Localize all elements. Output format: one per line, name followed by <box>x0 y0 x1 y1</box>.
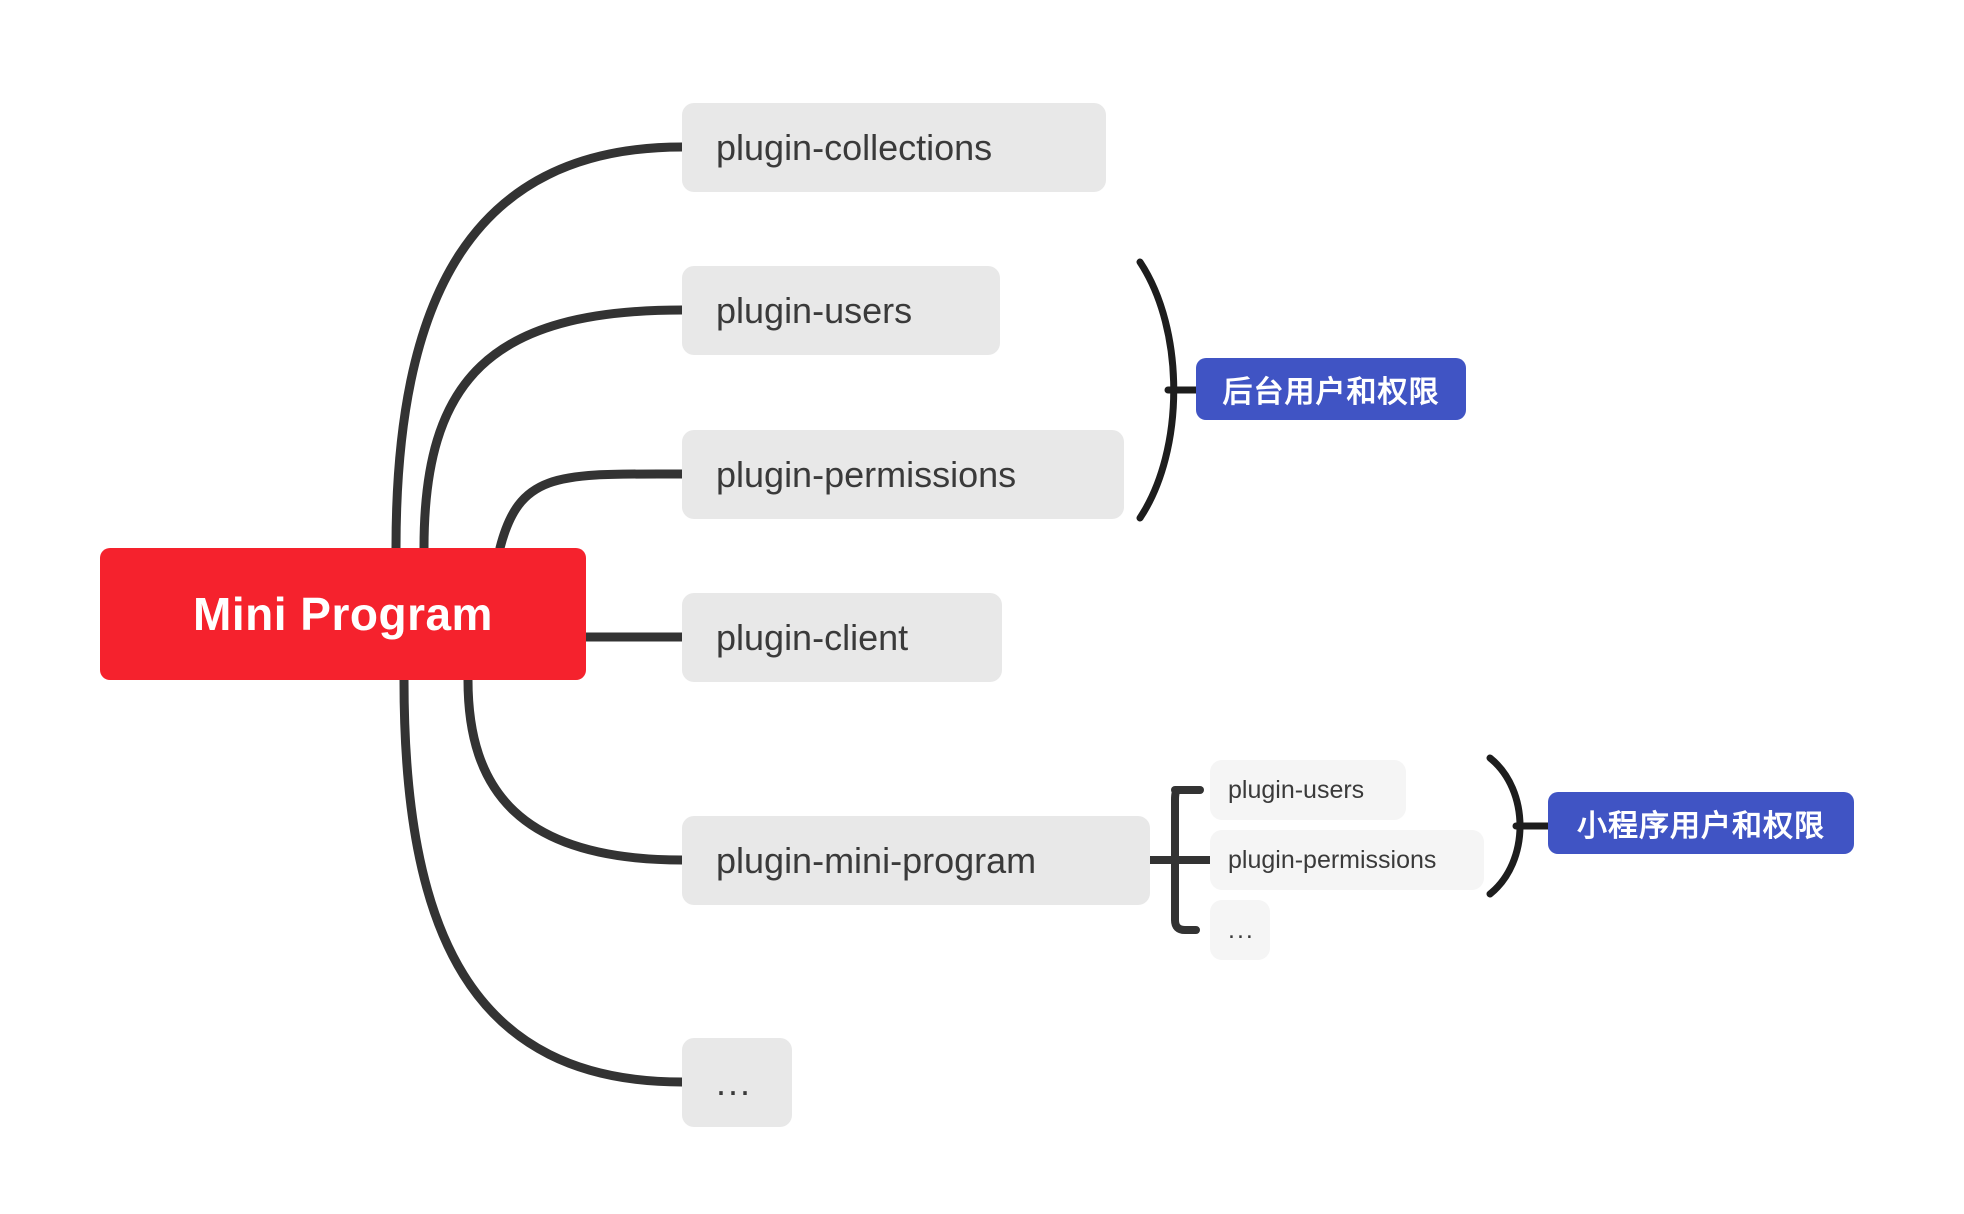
edge-root-to-plugin-collections <box>391 142 687 553</box>
brace-mini-program-group <box>1486 754 1524 898</box>
subnode-ellipsis[interactable]: ... <box>1210 900 1270 960</box>
badge-backend-users-permissions[interactable]: 后台用户和权限 <box>1196 358 1466 420</box>
root-node-label: Mini Program <box>193 588 493 640</box>
edge-root-to-ellipsis <box>399 675 687 1087</box>
node-plugin-client[interactable]: plugin-client <box>682 593 1002 682</box>
subnode-plugin-permissions-label: plugin-permissions <box>1228 845 1437 874</box>
badge-mini-program-users-permissions[interactable]: 小程序用户和权限 <box>1548 792 1854 854</box>
edge-root-to-plugin-users <box>419 305 687 553</box>
node-plugin-users[interactable]: plugin-users <box>682 266 1000 355</box>
node-plugin-permissions-label: plugin-permissions <box>716 453 1017 495</box>
node-root-ellipsis-label: ... <box>716 1061 753 1103</box>
node-plugin-collections[interactable]: plugin-collections <box>682 103 1106 192</box>
subnode-plugin-permissions[interactable]: plugin-permissions <box>1210 830 1484 890</box>
brace-backend-group <box>1136 258 1178 522</box>
edge-root-to-plugin-permissions <box>495 469 687 553</box>
node-plugin-client-label: plugin-client <box>716 616 909 658</box>
bracket-mini-program-spine <box>1171 786 1200 934</box>
node-plugin-mini-program[interactable]: plugin-mini-program <box>682 816 1150 905</box>
node-root-ellipsis[interactable]: ... <box>682 1038 792 1127</box>
subnode-ellipsis-label: ... <box>1228 915 1255 944</box>
root-node-mini-program[interactable]: Mini Program <box>100 548 586 680</box>
subnode-plugin-users-label: plugin-users <box>1228 775 1365 804</box>
badge-mini-program-users-permissions-label: 小程序用户和权限 <box>1577 810 1825 843</box>
subnode-plugin-users[interactable]: plugin-users <box>1210 760 1406 820</box>
node-plugin-mini-program-label: plugin-mini-program <box>716 839 1037 881</box>
edge-root-to-plugin-mini-program <box>463 675 687 865</box>
node-plugin-users-label: plugin-users <box>716 289 913 331</box>
node-plugin-collections-label: plugin-collections <box>716 126 993 168</box>
node-plugin-permissions[interactable]: plugin-permissions <box>682 430 1124 519</box>
badge-backend-users-permissions-label: 后台用户和权限 <box>1222 376 1440 409</box>
